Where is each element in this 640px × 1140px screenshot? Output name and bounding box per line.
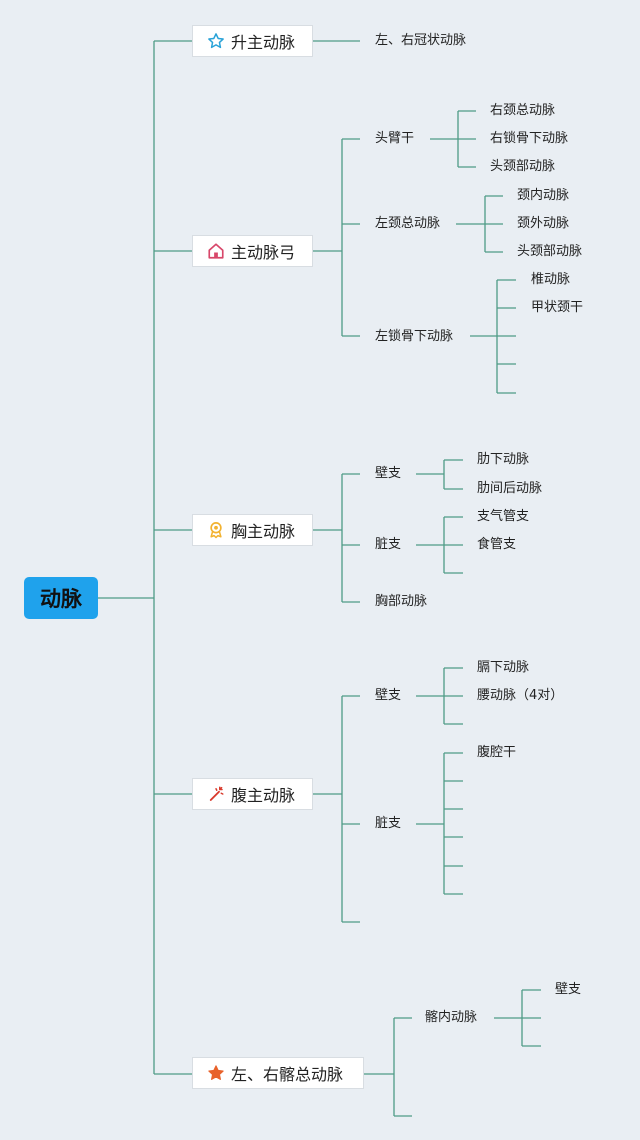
leaf-node: 腰动脉（4对） — [477, 688, 564, 703]
node-left-common-carotid: 左颈总动脉 — [375, 216, 441, 231]
branch-ascending-aorta[interactable]: 升主动脉 — [192, 25, 313, 57]
leaf-node: 膈下动脉 — [477, 660, 530, 675]
node-parietal-branch: 壁支 — [375, 688, 402, 703]
branch-common-iliac-arteries[interactable]: 左、右髂总动脉 — [192, 1057, 364, 1089]
node-thoracic-branches: 胸部动脉 — [375, 594, 428, 609]
leaf-node: 甲状颈干 — [531, 300, 584, 315]
magic-wand-icon — [207, 785, 225, 803]
node-left-subclavian: 左锁骨下动脉 — [375, 329, 454, 344]
branch-label: 胸主动脉 — [231, 522, 296, 541]
connector-line — [470, 279, 516, 394]
connector-line — [98, 40, 192, 1075]
branch-aortic-arch[interactable]: 主动脉弓 — [192, 235, 313, 267]
leaf-node: 壁支 — [555, 982, 582, 997]
branch-label: 主动脉弓 — [231, 243, 296, 262]
medal-icon — [207, 521, 225, 539]
connector-line — [494, 989, 541, 1047]
connector-line — [456, 195, 503, 253]
leaf-node: 肋间后动脉 — [477, 481, 543, 496]
connector-line — [416, 459, 463, 490]
connector-line — [313, 695, 360, 923]
branch-label: 升主动脉 — [231, 33, 296, 52]
node-brachiocephalic-trunk: 头臂干 — [375, 131, 415, 146]
node-coronary-arteries: 左、右冠状动脉 — [375, 33, 467, 48]
branch-label: 左、右髂总动脉 — [231, 1065, 344, 1084]
home-icon — [207, 242, 225, 260]
node-parietal-branch: 壁支 — [375, 466, 402, 481]
star-filled-icon — [207, 1064, 225, 1082]
star-outline-icon — [207, 32, 225, 50]
connector-line — [313, 473, 360, 603]
connector-line — [313, 138, 360, 337]
leaf-node: 头颈部动脉 — [517, 244, 583, 259]
node-internal-iliac: 髂内动脉 — [425, 1010, 478, 1025]
leaf-node: 腹腔干 — [477, 745, 517, 760]
connector-line — [364, 1017, 412, 1117]
branch-thoracic-aorta[interactable]: 胸主动脉 — [192, 514, 313, 546]
node-visceral-branch: 脏支 — [375, 537, 402, 552]
root-label: 动脉 — [40, 587, 82, 611]
leaf-node: 右锁骨下动脉 — [490, 131, 569, 146]
branch-label: 腹主动脉 — [231, 786, 296, 805]
leaf-node: 颈外动脉 — [517, 216, 570, 231]
node-visceral-branch: 脏支 — [375, 816, 402, 831]
connector-line — [416, 516, 463, 574]
leaf-node: 肋下动脉 — [477, 452, 530, 467]
branch-abdominal-aorta[interactable]: 腹主动脉 — [192, 778, 313, 810]
root-node[interactable]: 动脉 — [24, 577, 98, 619]
leaf-node: 支气管支 — [477, 509, 530, 524]
leaf-node: 椎动脉 — [531, 272, 571, 287]
connector-line — [416, 752, 463, 895]
leaf-node: 头颈部动脉 — [490, 159, 556, 174]
connector-line — [430, 110, 476, 168]
leaf-node: 食管支 — [477, 537, 517, 552]
leaf-node: 颈内动脉 — [517, 188, 570, 203]
connector-line — [416, 667, 463, 725]
leaf-node: 右颈总动脉 — [490, 103, 556, 118]
